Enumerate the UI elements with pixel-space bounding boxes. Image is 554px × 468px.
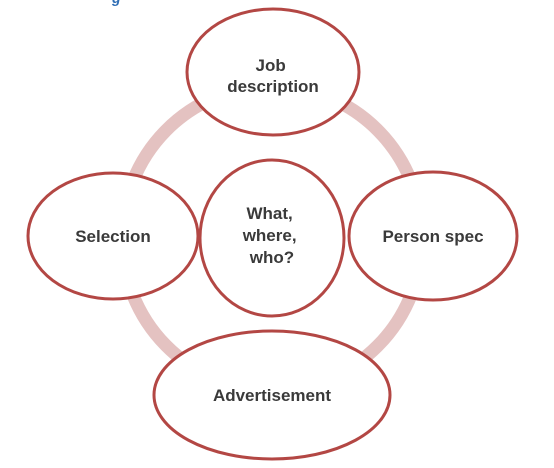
node-advertisement-label: Advertisement [213,386,331,405]
node-job-description: Job description [185,7,361,137]
node-center-label: What, where, who? [242,204,302,267]
node-center: What, where, who? [198,158,346,318]
node-person-spec: Person spec [347,170,519,302]
node-selection-label: Selection [75,227,151,246]
node-job-description-label: Job description [227,56,319,96]
node-selection: Selection [26,171,200,301]
cropped-heading-fragment: g [111,0,121,6]
node-advertisement: Advertisement [152,329,392,461]
node-person-spec-label: Person spec [382,227,483,246]
